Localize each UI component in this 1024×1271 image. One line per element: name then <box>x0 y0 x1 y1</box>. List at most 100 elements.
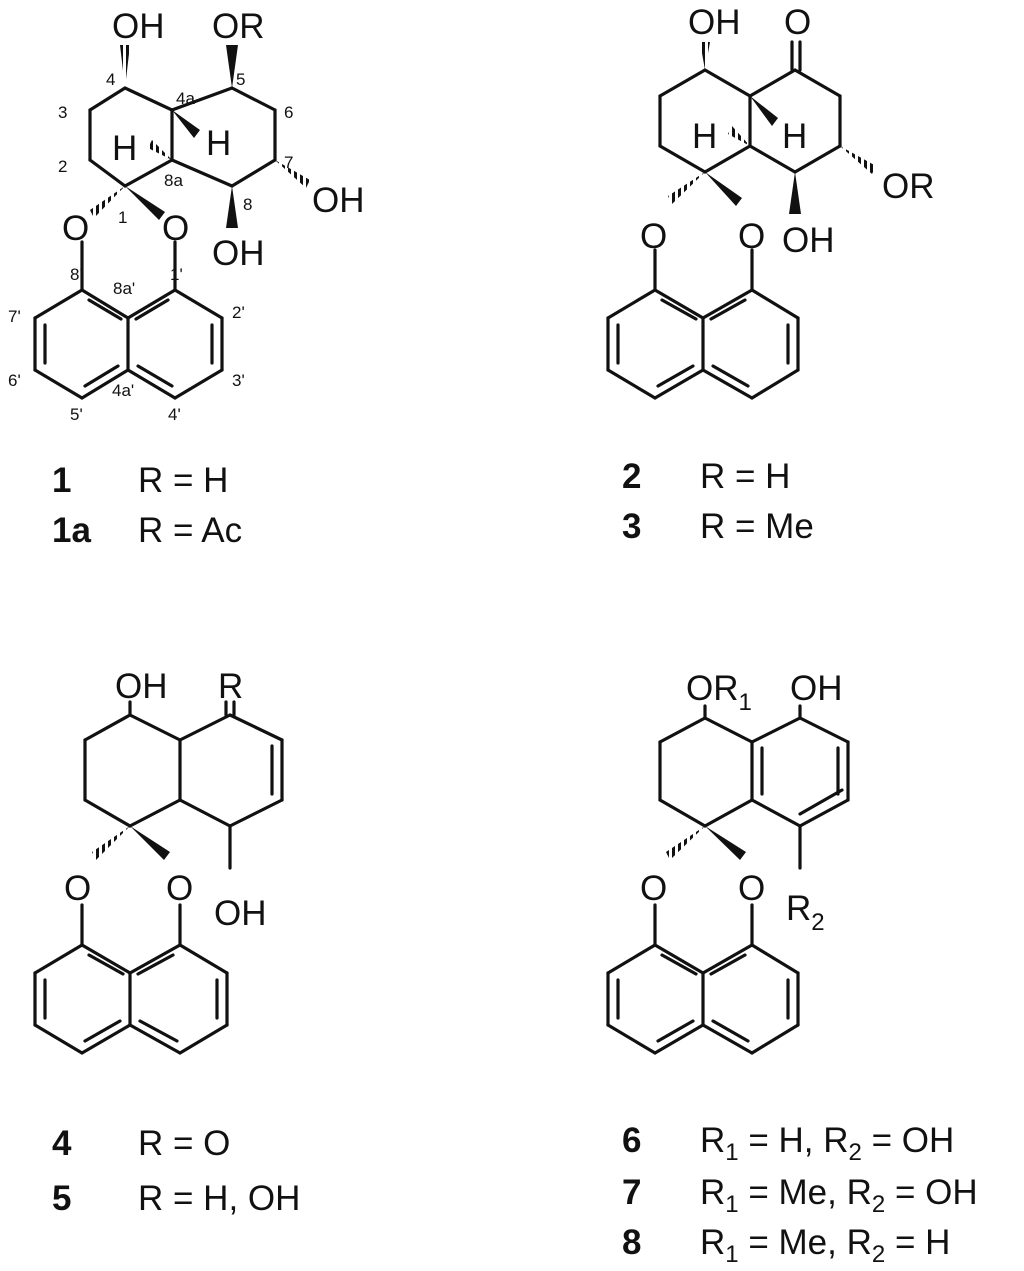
locant: 5 <box>236 70 245 89</box>
compound-id: 3 <box>622 507 641 546</box>
atom-label: OH <box>214 894 267 933</box>
structure-1: OH OR H H OH OH O O 4 5 3 4a 6 2 7 8a 1 … <box>8 7 365 424</box>
compound-id: 7 <box>622 1173 641 1212</box>
atom-label: OH <box>688 3 741 42</box>
atom-label: O <box>738 869 765 908</box>
locant: 4 <box>106 70 115 89</box>
atom-label: H <box>112 129 137 168</box>
wedge-bond <box>172 110 200 138</box>
compound-caption: R = Me <box>700 507 814 546</box>
subscript: 1 <box>739 689 752 716</box>
locant: 8a <box>164 171 183 190</box>
subscript: 2 <box>872 1241 885 1268</box>
locant: 7' <box>8 307 21 326</box>
hashed-bond <box>840 146 876 174</box>
atom-label: OR <box>212 7 265 46</box>
wedge-bond <box>226 186 238 228</box>
wedge-bond <box>789 172 801 214</box>
atom-label: OH <box>312 181 365 220</box>
atom-label: R2 <box>786 889 825 936</box>
subscript: 1 <box>725 1191 738 1218</box>
hashed-bond <box>668 172 705 204</box>
atom-label: O <box>784 3 811 42</box>
caption-part: = OH <box>862 1121 954 1160</box>
locant: 2' <box>232 303 245 322</box>
subscript: 1 <box>725 1241 738 1268</box>
compound-id: 6 <box>622 1121 641 1160</box>
atom-label: H <box>692 117 717 156</box>
locant: 1 <box>118 208 127 227</box>
locant: 8' <box>70 265 83 284</box>
atom-label: OH <box>790 669 843 708</box>
compound-id: 4 <box>52 1124 72 1163</box>
subscript: 2 <box>811 909 824 936</box>
hashed-bond <box>90 186 125 218</box>
hashed-bond <box>148 140 172 160</box>
atom-label: O <box>162 209 189 248</box>
structure-2: OH O H H OR OH O O <box>606 3 935 400</box>
subscript: 2 <box>872 1191 885 1218</box>
atom-label: OH <box>782 221 835 260</box>
wedge-bond <box>130 826 170 860</box>
atom-label: O <box>640 217 667 256</box>
atom-label: OH <box>212 234 265 273</box>
hashed-bond <box>92 826 130 860</box>
atom-label: OR1 <box>686 669 752 716</box>
locant: 4' <box>168 405 181 424</box>
atom-label: OR <box>882 167 935 206</box>
atom-label: O <box>64 869 91 908</box>
hashed-bond <box>728 126 750 146</box>
atom-label: H <box>782 117 807 156</box>
caption-part: R <box>700 1121 725 1160</box>
locant: 4a' <box>112 381 134 400</box>
locant: 6' <box>8 371 21 390</box>
compound-id: 8 <box>622 1223 641 1262</box>
locant: 2 <box>58 157 67 176</box>
caption-part: = H, R <box>739 1121 849 1160</box>
atom-label: O <box>62 209 89 248</box>
compound-caption: R = H <box>700 457 790 496</box>
locant: 3' <box>232 371 245 390</box>
compound-caption: R = Ac <box>138 511 242 550</box>
compound-caption: R1 = Me, R2 = H <box>700 1223 950 1268</box>
caption-part: R <box>700 1173 725 1212</box>
wedge-bond <box>705 172 742 206</box>
atom-label: O <box>738 217 765 256</box>
wedge-bond <box>705 826 746 860</box>
hashed-bond <box>120 45 130 88</box>
structure-4: OR1 OH O O R2 <box>606 669 850 1055</box>
caption-part: = Me, R <box>739 1223 872 1262</box>
hashed-bond <box>275 160 310 188</box>
compound-id: 5 <box>52 1179 71 1218</box>
locant: 6 <box>284 103 293 122</box>
locant: 7 <box>284 153 293 172</box>
atom-label: H <box>206 124 231 163</box>
locant: 8 <box>243 195 252 214</box>
hashed-bond <box>700 42 710 70</box>
compound-caption: R = H <box>138 461 228 500</box>
caption-part: R <box>700 1223 725 1262</box>
atom-label: OH <box>112 7 165 46</box>
atom-label: R <box>218 667 243 706</box>
compound-caption: R1 = H, R2 = OH <box>700 1121 954 1166</box>
wedge-bond <box>125 186 165 220</box>
compound-id: 2 <box>622 457 641 496</box>
caption-part: = OH <box>885 1173 977 1212</box>
subscript: 1 <box>725 1139 738 1166</box>
atom-label: O <box>166 869 193 908</box>
locant: 1' <box>170 265 183 284</box>
atom-label: OH <box>115 667 168 706</box>
subscript: 2 <box>849 1139 862 1166</box>
wedge-bond <box>750 96 778 126</box>
compound-id: 1a <box>52 511 91 550</box>
compound-id: 1 <box>52 461 71 500</box>
atom-label: R <box>786 889 811 928</box>
locant: 5' <box>70 405 83 424</box>
caption-part: = Me, R <box>739 1173 872 1212</box>
locant: 8a' <box>113 279 135 298</box>
wedge-bond <box>226 45 238 88</box>
compound-caption: R = H, OH <box>138 1179 300 1218</box>
locant: 3 <box>58 103 67 122</box>
structure-3: OH R O O OH <box>33 667 284 1055</box>
